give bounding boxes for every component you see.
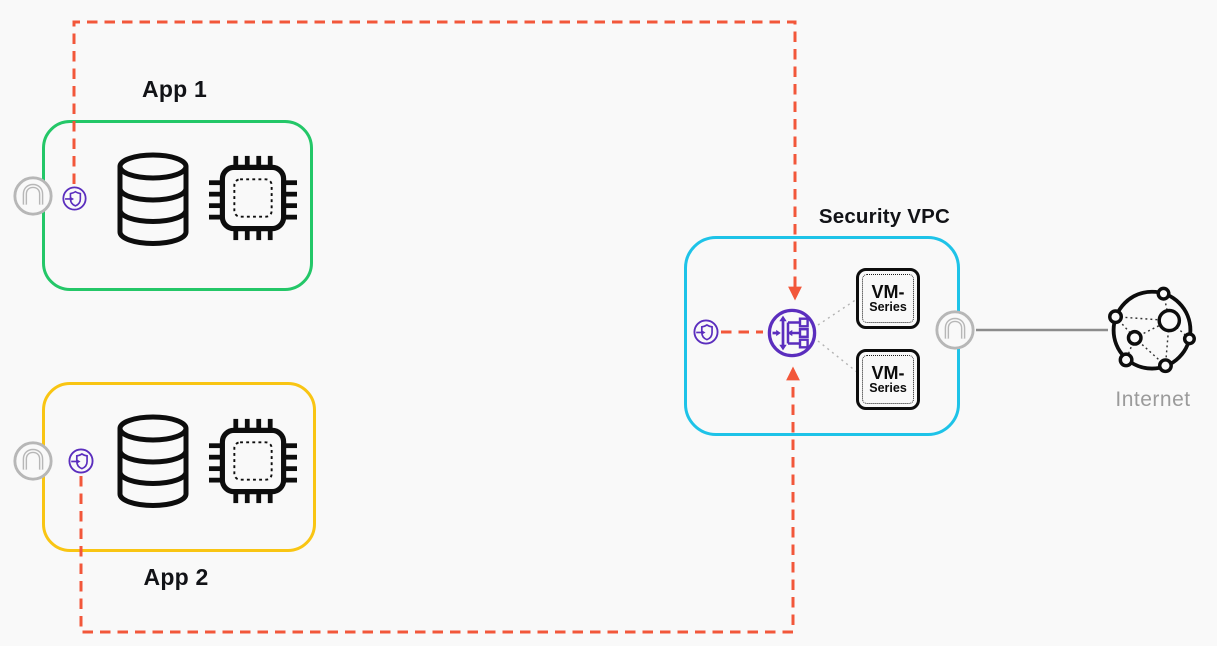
vm-series-label-line2: Series [869,380,907,395]
internet-globe-icon [1104,284,1200,389]
internet-label: Internet [1115,388,1191,411]
vm-series-inner-frame: VM- Series [862,274,914,323]
vm-series-firewall-2: VM- Series [856,349,920,410]
cpu-chip-icon [207,417,299,510]
gateway-endpoint-icon [12,175,54,222]
app1-vpc-label: App 1 [142,76,207,102]
vm-series-label-line1: VM- [871,362,905,383]
database-icon [114,414,192,513]
distributed-firewall-shield-icon [67,447,95,480]
database-icon [114,152,192,251]
vm-series-label-line2: Series [869,299,907,314]
cpu-chip-icon [207,154,299,247]
gateway-endpoint-icon [934,309,976,356]
vm-series-firewall-1: VM- Series [856,268,920,329]
distributed-firewall-shield-icon [692,318,720,351]
vm-series-label-line1: VM- [871,281,905,302]
gateway-endpoint-icon [12,440,54,487]
security-vpc-box [684,236,960,436]
app2-vpc-label: App 2 [143,564,209,590]
gateway-load-balancer-icon [766,307,818,364]
distributed-firewall-shield-icon [61,185,88,217]
vm-series-inner-frame: VM- Series [862,355,914,404]
security-vpc-label: Security VPC [818,205,950,228]
